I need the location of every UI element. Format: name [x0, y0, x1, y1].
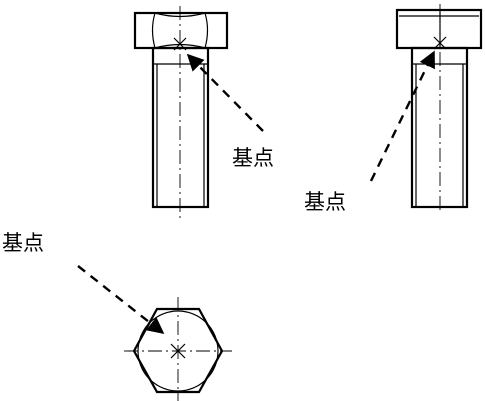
leader-arrow-hex: [77, 265, 165, 335]
bolt-shank-outline-2: [410, 46, 469, 209]
basepoint-cross-2b: [433, 36, 447, 50]
basepoint-cross-3b: [170, 343, 186, 359]
leader-arrow-side: [369, 50, 436, 182]
basepoint-cross-b: [173, 37, 187, 51]
basepoint-label-side: 基点: [304, 190, 346, 214]
hex-top-view: [77, 265, 232, 401]
bolt-side-view: [369, 4, 483, 214]
leader-arrow-front: [186, 53, 264, 132]
basepoint-label-hex: 基点: [2, 231, 44, 255]
bolt-head-chamfer-left: [151, 12, 156, 49]
bolt-shank-outline: [151, 46, 210, 209]
bolt-head-chamfer-right: [204, 12, 209, 49]
basepoint-label-front: 基点: [232, 146, 274, 170]
bolt-front-view: [133, 6, 264, 218]
